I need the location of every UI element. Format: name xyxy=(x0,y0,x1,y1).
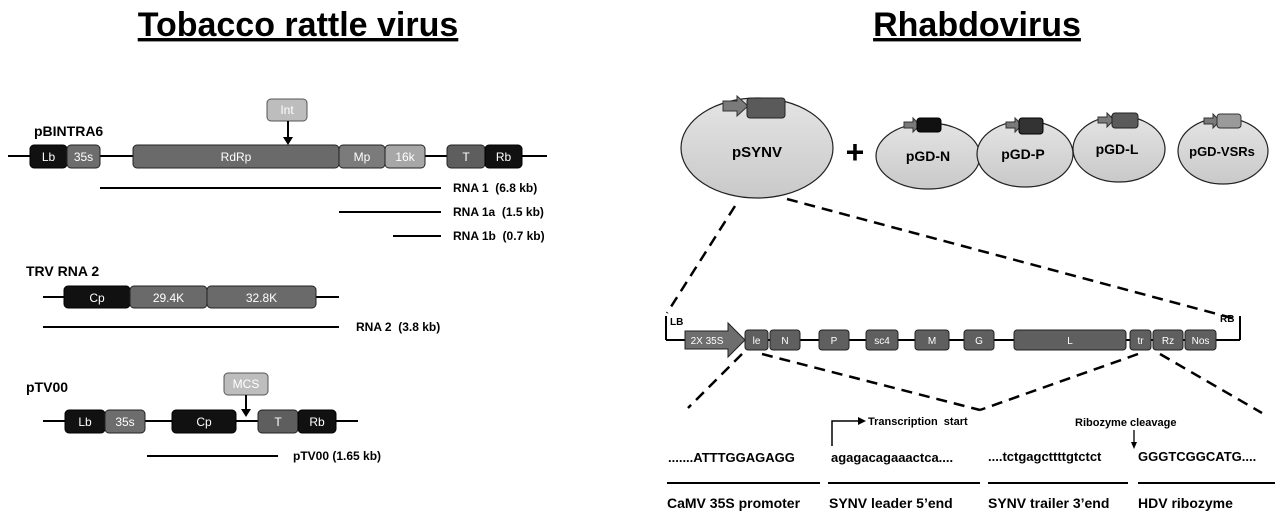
pgd-l-label: pGD-L xyxy=(1096,141,1139,157)
right-title: Rhabdovirus xyxy=(873,6,1081,44)
seq-zoom-line-3 xyxy=(979,352,1139,412)
trv-rna2-328k-box xyxy=(206,285,317,309)
pbintra6-mp-text: Mp xyxy=(354,150,371,164)
ptv00-cp-text: Cp xyxy=(196,415,212,429)
ptv00-t-text: T xyxy=(274,415,282,429)
seq-zoom-line-2 xyxy=(761,352,981,412)
gene-sc4-text: sc4 xyxy=(874,336,890,347)
gene-le-text: le xyxy=(753,336,761,347)
seq-ribozyme: GGGTCGGCATG.... xyxy=(1138,449,1256,464)
gene-n-text: N xyxy=(781,336,788,347)
plus-sign: + xyxy=(846,134,865,170)
pgd-p-gene-box xyxy=(1018,117,1044,135)
pbintra6-35s-text: 35s xyxy=(74,150,93,164)
gene-p-text: P xyxy=(831,336,838,347)
zoom-line-right xyxy=(786,197,1233,320)
ptv00-mcs-text: MCS xyxy=(233,377,260,391)
ptv00-lb-text: Lb xyxy=(78,415,92,429)
psynv-gene-box xyxy=(746,97,786,119)
label-hdv-ribozyme: HDV ribozyme xyxy=(1138,495,1233,511)
gene-g-text: G xyxy=(975,336,983,347)
label-camv-promoter: CaMV 35S promoter xyxy=(667,495,801,511)
trv-rna2-label: TRV RNA 2 xyxy=(26,263,99,279)
pgd-l-gene-box xyxy=(1111,112,1139,129)
ptv00-cp-box xyxy=(171,409,237,434)
psynv-promoter-arrow xyxy=(722,94,749,118)
label-synv-trailer: SYNV trailer 3’end xyxy=(988,495,1109,511)
seq-zoom-line-4 xyxy=(1159,352,1263,415)
pgd-vsrs-gene-box xyxy=(1216,113,1242,129)
gene-tr-text: tr xyxy=(1137,336,1144,347)
gene-n-box xyxy=(769,329,801,351)
trv-rna2-328k-text: 32.8K xyxy=(246,291,277,305)
ribozyme-cleavage-arrowhead xyxy=(1131,442,1137,449)
pbintra6-rb-box xyxy=(484,144,523,169)
seq-35s-promoter: .......ATTTGGAGAGG xyxy=(668,450,795,465)
gene-g-box xyxy=(963,329,995,351)
ptv00-35s-text: 35s xyxy=(115,415,134,429)
gene-rz-box xyxy=(1152,329,1184,351)
pbintra6-t-text: T xyxy=(462,150,470,164)
pgd-vsrs-label: pGD-VSRs xyxy=(1189,144,1255,159)
gene-m-box xyxy=(914,329,950,351)
rna1b-label: RNA 1b (0.7 kb) xyxy=(453,229,545,243)
pgd-p-label: pGD-P xyxy=(1001,146,1045,162)
gene-nos-box xyxy=(1184,329,1217,351)
seq-leader: agagacagaaactca.... xyxy=(831,450,953,465)
pbintra6-lb-text: Lb xyxy=(42,150,56,164)
trv-rna2-294k-text: 29.4K xyxy=(153,291,184,305)
ribozyme-cleavage-label: Ribozyme cleavage xyxy=(1075,417,1177,429)
pbintra6-rdrp-text: RdRp xyxy=(221,150,252,164)
zoom-line-left xyxy=(665,205,737,314)
rna2-label: RNA 2 (3.8 kb) xyxy=(356,320,440,334)
gene-le-box xyxy=(744,329,769,351)
ptv00-rna-label: pTV00 (1.65 kb) xyxy=(293,449,381,463)
gene-rz-text: Rz xyxy=(1162,336,1174,347)
gene-nos-text: Nos xyxy=(1192,336,1210,347)
pbintra6-35s-box xyxy=(66,144,101,169)
seq-zoom-line-1 xyxy=(687,353,743,409)
pbintra6-int-arrowhead xyxy=(283,137,293,145)
gene-m-text: M xyxy=(928,336,936,347)
construct-promoter-text: 2X 35S xyxy=(691,336,724,347)
seq-trailer: ....tctgagcttttgtctct xyxy=(988,449,1102,464)
left-title: Tobacco rattle virus xyxy=(138,6,459,44)
transcription-start-arrowhead xyxy=(858,417,866,425)
rna1-label: RNA 1 (6.8 kb) xyxy=(453,181,537,195)
pbintra6-16k-text: 16k xyxy=(395,150,415,164)
transcription-start-label: Transcription start xyxy=(868,416,968,428)
psynv-label: pSYNV xyxy=(732,144,782,161)
trv-rna2-cp-text: Cp xyxy=(89,291,105,305)
construct-promoter-arrow xyxy=(684,321,746,359)
pbintra6-rb-text: Rb xyxy=(496,150,512,164)
ptv00-35s-box xyxy=(104,409,146,434)
pbintra6-label: pBINTRA6 xyxy=(34,123,103,139)
construct-rb-label: RB xyxy=(1220,314,1234,325)
ptv00-mcs-arrowhead xyxy=(241,409,251,417)
transcription-start-arrow xyxy=(831,420,858,446)
gene-p-box xyxy=(818,329,850,351)
pbintra6-16k-box xyxy=(384,144,426,169)
pgd-n-label: pGD-N xyxy=(906,148,950,164)
gene-sc4-box xyxy=(865,329,899,351)
construct-lb-label: LB xyxy=(670,317,683,328)
rna1a-label: RNA 1a (1.5 kb) xyxy=(453,205,544,219)
pgd-n-gene-box xyxy=(916,117,942,133)
gene-l-text: L xyxy=(1067,336,1073,347)
ptv00-label: pTV00 xyxy=(26,379,68,395)
gene-tr-box xyxy=(1129,329,1152,351)
label-synv-leader: SYNV leader 5’end xyxy=(829,495,953,511)
ptv00-rb-text: Rb xyxy=(309,415,325,429)
pgd-l-promoter-arrow xyxy=(1097,111,1115,129)
ptv00-rb-box xyxy=(297,409,337,434)
pbintra6-int-text: Int xyxy=(280,103,294,117)
gene-l-box xyxy=(1013,329,1127,351)
